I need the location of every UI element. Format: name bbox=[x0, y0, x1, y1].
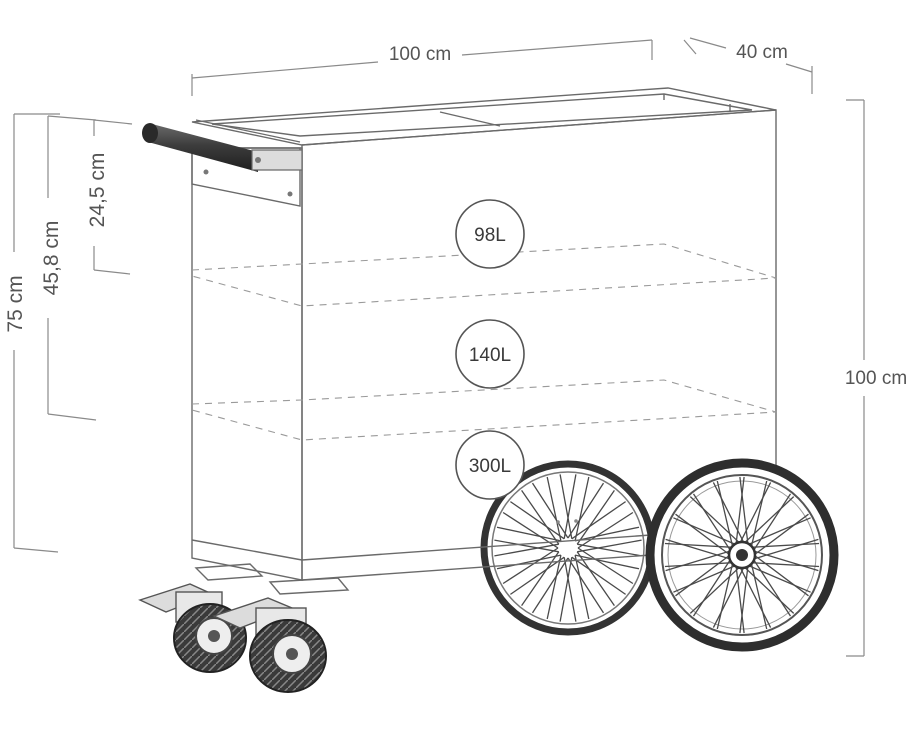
wheel-spoke bbox=[716, 562, 734, 630]
wheel-spoke bbox=[751, 542, 820, 548]
wheel-spoke bbox=[574, 554, 590, 620]
svg-text:24,5 cm: 24,5 cm bbox=[86, 153, 109, 228]
wheel-spoke bbox=[496, 554, 562, 570]
shelf-lines bbox=[191, 243, 777, 441]
wheel-spoke bbox=[571, 501, 626, 540]
svg-text:100 cm: 100 cm bbox=[845, 368, 907, 389]
wheel-spoke bbox=[571, 556, 626, 595]
wheel-spoke bbox=[521, 551, 560, 606]
wheel-spoke bbox=[546, 554, 562, 620]
wheel-spoke bbox=[664, 562, 733, 568]
svg-text:140L: 140L bbox=[469, 345, 511, 366]
wheel-spoke bbox=[665, 538, 731, 560]
wheel-spoke bbox=[546, 476, 562, 542]
wheel-spoke bbox=[673, 564, 737, 593]
dimension-depth: 40 cm bbox=[683, 37, 813, 94]
svg-text:100 cm: 100 cm bbox=[389, 44, 451, 65]
wheel-spoke bbox=[577, 547, 634, 585]
wheel-spoke bbox=[664, 542, 733, 548]
caster-left bbox=[138, 583, 247, 673]
wheel-spoke bbox=[739, 482, 772, 544]
wheel-spoke bbox=[750, 562, 768, 630]
wheel-spoke bbox=[576, 490, 615, 545]
wheel-spoke bbox=[716, 480, 734, 548]
wheel-spoke bbox=[747, 564, 811, 593]
wheel-spoke bbox=[743, 496, 795, 544]
wheel-spoke bbox=[692, 558, 732, 617]
wheel-spoke bbox=[753, 538, 819, 560]
wheel-spoke bbox=[712, 482, 745, 544]
wheel-spoke bbox=[559, 557, 573, 622]
svg-text:45,8 cm: 45,8 cm bbox=[40, 221, 63, 296]
caster-right bbox=[212, 597, 327, 693]
wheel-spoke bbox=[753, 513, 809, 556]
wheel-spoke bbox=[735, 476, 745, 545]
svg-text:40 cm: 40 cm bbox=[736, 42, 788, 63]
volume-label-140l: 140L bbox=[455, 319, 525, 389]
rear-wheel-front bbox=[645, 458, 839, 652]
svg-text:300L: 300L bbox=[469, 456, 511, 477]
wheel-spoke bbox=[753, 550, 819, 572]
wheel-spoke bbox=[559, 474, 573, 539]
wheel-spoke bbox=[574, 526, 640, 542]
wheel-spoke bbox=[531, 557, 569, 614]
dimension-height-245: 24,5 cm bbox=[86, 119, 133, 275]
dimension-width: 100 cm bbox=[191, 39, 653, 96]
volume-label-98l: 98L bbox=[455, 199, 525, 269]
push-handle bbox=[142, 119, 303, 172]
wheel-spoke bbox=[665, 550, 731, 572]
svg-text:98L: 98L bbox=[474, 225, 506, 246]
wheel-spoke bbox=[521, 490, 560, 545]
wheel-spoke bbox=[577, 543, 642, 557]
wheel-spoke bbox=[689, 496, 741, 544]
wheel-spoke bbox=[689, 566, 741, 614]
dimension-height-total: 100 cm bbox=[845, 99, 907, 657]
svg-text:75 cm: 75 cm bbox=[4, 275, 27, 332]
wheel-spoke bbox=[567, 557, 605, 614]
wheel-spoke bbox=[494, 539, 559, 553]
wheel-spoke bbox=[743, 566, 795, 614]
dimension-height-458: 45,8 cm bbox=[40, 115, 97, 421]
wheel-spoke bbox=[675, 554, 731, 597]
front-casters bbox=[138, 563, 350, 693]
wheel-spoke bbox=[739, 476, 749, 545]
wheel-spoke bbox=[675, 513, 731, 556]
wheel-spoke bbox=[531, 482, 569, 539]
wheel-spoke bbox=[574, 554, 640, 570]
dimension-height-75: 75 cm bbox=[4, 113, 60, 553]
wheel-spoke bbox=[673, 517, 737, 546]
wheel-spoke bbox=[577, 511, 634, 549]
wheel-spoke bbox=[563, 557, 577, 622]
wheel-spoke bbox=[753, 554, 809, 597]
volume-label-300l: 300L bbox=[455, 430, 525, 500]
wheel-spoke bbox=[496, 526, 562, 542]
wheel-spoke bbox=[563, 474, 577, 539]
wheel-spoke bbox=[502, 547, 559, 585]
wheel-spoke bbox=[739, 566, 772, 628]
wheel-spoke bbox=[494, 543, 559, 557]
wheel-spoke bbox=[735, 565, 745, 634]
wheel-spoke bbox=[577, 539, 642, 553]
wheel-spoke bbox=[752, 493, 792, 552]
wheel-spoke bbox=[510, 556, 565, 595]
wheel-spoke bbox=[752, 558, 792, 617]
wheel-spoke bbox=[692, 493, 732, 552]
wheel-spoke bbox=[739, 565, 749, 634]
wheel-spoke bbox=[751, 562, 820, 568]
wheel-spoke bbox=[574, 476, 590, 542]
wheel-spoke bbox=[747, 517, 811, 546]
wheel-spoke bbox=[567, 482, 605, 539]
wheel-spoke bbox=[576, 551, 615, 606]
wheel-spoke bbox=[510, 501, 565, 540]
wheel-spoke bbox=[750, 480, 768, 548]
wheel-spoke bbox=[712, 566, 745, 628]
